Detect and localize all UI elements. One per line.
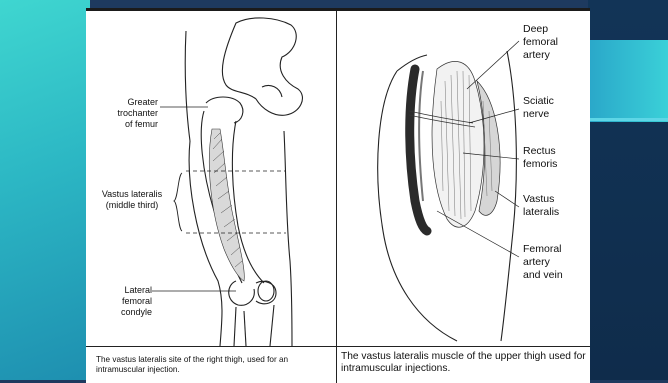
left-accent-strip (0, 0, 90, 380)
label-sciatic-nerve: Sciatic nerve (523, 95, 554, 121)
label-rectus-femoris: Rectus femoris (523, 145, 557, 171)
right-caption: The vastus lateralis muscle of the upper… (341, 351, 589, 375)
label-femoral-artery-vein: Femoral artery and vein (523, 243, 563, 282)
right-caption-rule (337, 346, 590, 347)
right-accent-bar (588, 40, 668, 122)
left-caption-rule (86, 346, 336, 347)
label-vastus-lateralis-middle-third: Vastus lateralis (middle third) (92, 189, 172, 211)
label-lateral-femoral-condyle: Lateral femoral condyle (96, 285, 152, 318)
label-vastus-lateralis: Vastus lateralis (523, 193, 559, 219)
right-illustration-panel: Deep femoral artery Sciatic nerve Rectus… (337, 11, 590, 383)
right-accent-line (588, 118, 668, 121)
label-greater-trochanter: Greater trochanter of femur (98, 97, 158, 130)
left-illustration-panel: Greater trochanter of femur Vastus later… (86, 11, 336, 383)
slide-content: Greater trochanter of femur Vastus later… (86, 8, 590, 383)
label-deep-femoral-artery: Deep femoral artery (523, 23, 558, 62)
left-caption: The vastus lateralis site of the right t… (96, 355, 331, 375)
